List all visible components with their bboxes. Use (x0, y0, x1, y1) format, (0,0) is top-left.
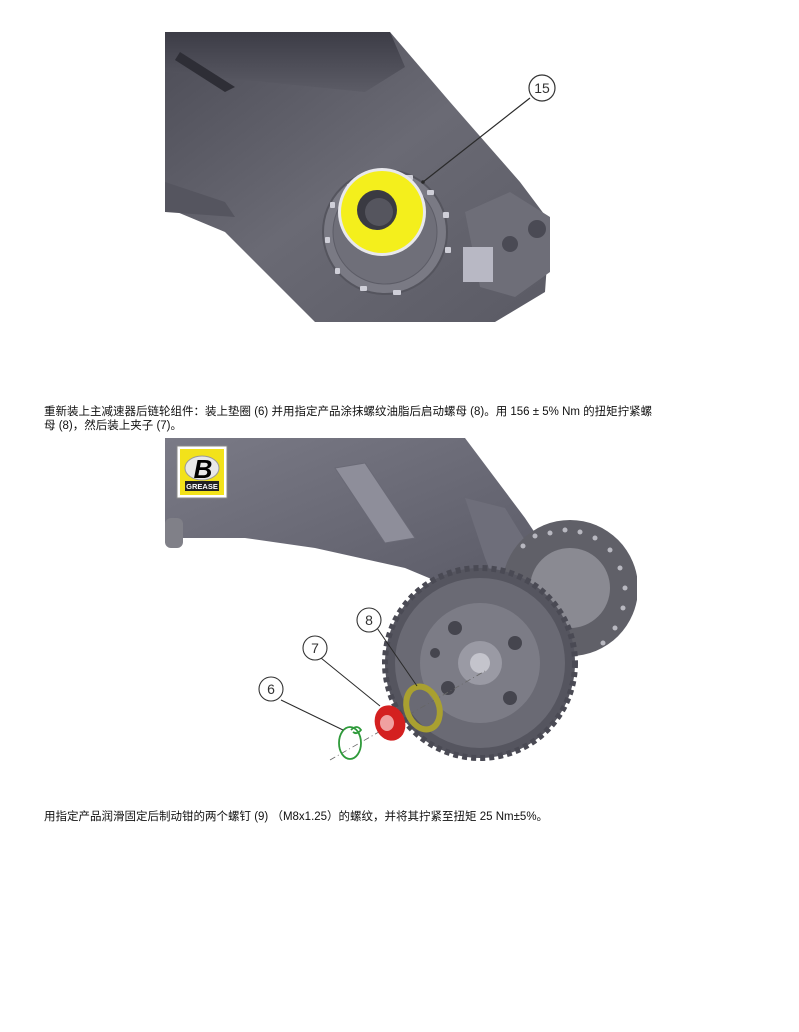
svg-text:GREASE: GREASE (186, 482, 218, 491)
clip-part (338, 726, 362, 760)
callout-label-8: 8 (365, 612, 373, 628)
callout-15 (528, 74, 556, 102)
callout-label-7: 7 (311, 640, 319, 656)
figure-sprocket-assembly: 8 7 6 B GREASE (165, 438, 637, 773)
callout-label-6: 6 (267, 681, 275, 697)
swingarm-illustration: 15 (165, 32, 560, 322)
instruction-paragraph-brake-caliper: 用指定产品润滑固定后制动钳的两个螺钉 (9) （M8x1.25）的螺纹，并将其拧… (44, 810, 548, 824)
sprocket-illustration: 8 7 6 B GREASE (165, 438, 637, 773)
text-line: 母 (8)，然后装上夹子 (7)。 (44, 420, 182, 432)
text-line: 用指定产品润滑固定后制动钳的两个螺钉 (9) （M8x1.25）的螺纹，并将其拧… (44, 811, 549, 823)
instruction-paragraph-sprocket: 重新装上主减速器后链轮组件：装上垫圈 (6) 并用指定产品涂抹螺纹油脂后启动螺母… (44, 405, 652, 433)
callout-label: 15 (534, 80, 550, 96)
figure-swingarm-bearing: 15 (165, 32, 560, 322)
text-line: 重新装上主减速器后链轮组件：装上垫圈 (6) 并用指定产品涂抹螺纹油脂后启动螺母… (44, 406, 653, 418)
washer-part (403, 683, 443, 733)
grease-b-badge-icon: B GREASE (176, 445, 228, 499)
svg-text:B: B (194, 454, 213, 484)
